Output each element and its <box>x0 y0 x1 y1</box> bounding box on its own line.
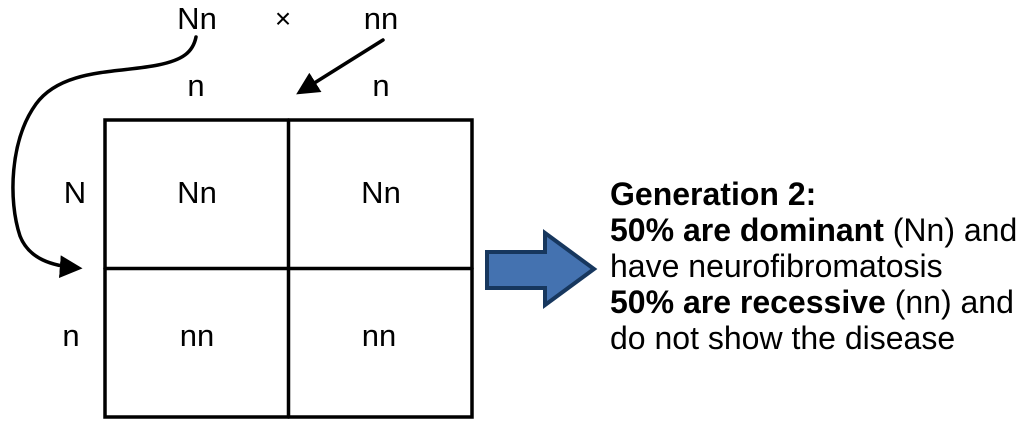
cross-parent2-label: nn <box>363 1 399 36</box>
caption-title: Generation 2: <box>610 176 1017 212</box>
punnett-cell-r2c1: nn <box>179 318 215 353</box>
generation-2-caption: Generation 2: 50% are dominant (Nn) and … <box>610 176 1017 356</box>
caption-recessive-rest: (nn) and <box>885 284 1014 320</box>
block-arrow-right-icon <box>485 229 598 309</box>
caption-recessive-bold: 50% are recessive <box>610 284 886 320</box>
row-header-2: n <box>62 318 80 353</box>
caption-dominant-bold: 50% are dominant <box>610 212 884 248</box>
column-header-2: n <box>372 68 390 103</box>
column-header-1: n <box>187 68 205 103</box>
straight-arrow-parent2-to-columns <box>296 38 385 95</box>
caption-dominant-rest: (Nn) and <box>883 212 1018 248</box>
cross-operator: × <box>274 3 292 34</box>
curved-arrow-parent1-to-rows <box>11 35 198 278</box>
caption-dominant-line2: have neurofibromatosis <box>610 248 943 284</box>
caption-dominant-line: 50% are dominant (Nn) and <box>610 212 1017 248</box>
punnett-cell-r2c2: nn <box>361 318 397 353</box>
punnett-cell-r1c2: Nn <box>361 175 401 210</box>
caption-recessive-line: 50% are recessive (nn) and <box>610 284 1017 320</box>
caption-recessive-line2: do not show the disease <box>610 320 956 356</box>
caption-title-text: Generation 2: <box>610 176 817 212</box>
row-header-1: N <box>63 175 87 210</box>
punnett-cell-r1c1: Nn <box>177 175 217 210</box>
cross-parent1-label: Nn <box>177 1 217 36</box>
